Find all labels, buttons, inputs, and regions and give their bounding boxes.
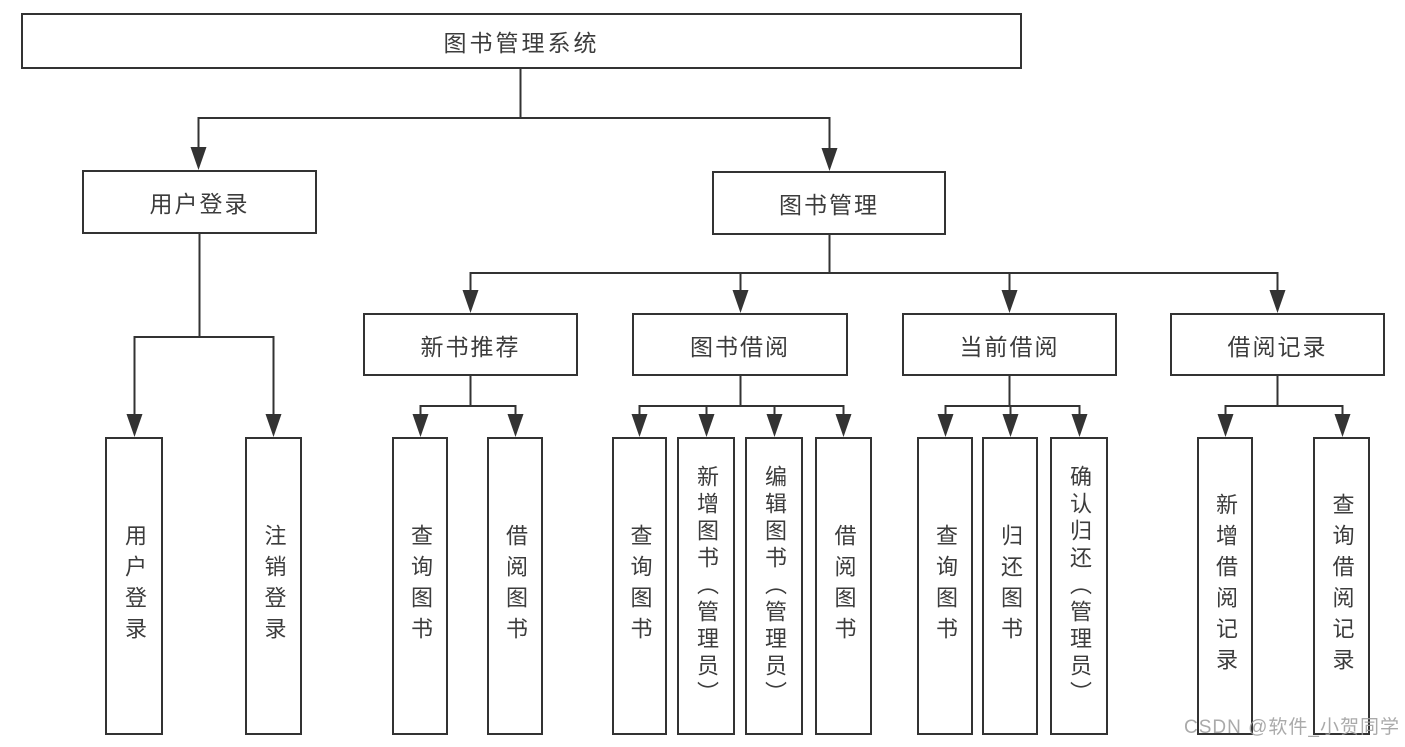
book-management-node-label: 图书管理 [779, 192, 879, 218]
connector-borrow-record [1224, 375, 1344, 416]
watermark: CSDN @软件_小贺同学 [1184, 717, 1400, 738]
connector-current-borrow [944, 375, 1081, 416]
leaf-return-book: 归还图书 [982, 437, 1038, 735]
new-book-recommend-node: 新书推荐 [363, 313, 578, 376]
user-login-node-label: 用户登录 [149, 191, 250, 217]
connector-book-borrow [638, 375, 845, 416]
book-management-node: 图书管理 [712, 171, 946, 235]
leaf-edit-book-admin: 编辑图书（管理员） [745, 437, 803, 735]
connector-new-book-recommend [419, 375, 517, 416]
leaf-user-login: 用户登录 [105, 437, 163, 735]
leaf-confirm-return-admin: 确认归还（管理员） [1050, 437, 1108, 735]
leaf-query-books-borrow: 查询图书 [612, 437, 667, 735]
leaf-logout: 注销登录 [245, 437, 302, 735]
connector-root [197, 69, 831, 150]
leaf-query-borrow-record: 查询借阅记录 [1313, 437, 1370, 735]
borrow-record-node: 借阅记录 [1170, 313, 1385, 376]
current-borrow-label: 当前借阅 [959, 333, 1060, 360]
leaf-add-borrow-record: 新增借阅记录 [1197, 437, 1253, 735]
user-login-node: 用户登录 [82, 170, 317, 234]
new-book-recommend-label: 新书推荐 [420, 333, 521, 360]
leaf-borrow-books-recommend: 借阅图书 [487, 437, 543, 735]
connector-book-management [469, 235, 1279, 292]
leaf-borrow-books: 借阅图书 [815, 437, 872, 735]
arrowheads [126, 147, 1351, 437]
book-borrow-label: 图书借阅 [690, 333, 790, 360]
current-borrow-node: 当前借阅 [902, 313, 1117, 376]
root-node: 图书管理系统 [21, 13, 1022, 69]
root-node-label: 图书管理系统 [443, 30, 600, 56]
leaf-query-books-recommend: 查询图书 [392, 437, 448, 735]
leaf-query-books-current: 查询图书 [917, 437, 973, 735]
leaf-add-book-admin: 新增图书（管理员） [677, 437, 735, 735]
connector-user-login [133, 234, 275, 416]
book-borrow-node: 图书借阅 [632, 313, 848, 376]
borrow-record-label: 借阅记录 [1227, 333, 1328, 360]
